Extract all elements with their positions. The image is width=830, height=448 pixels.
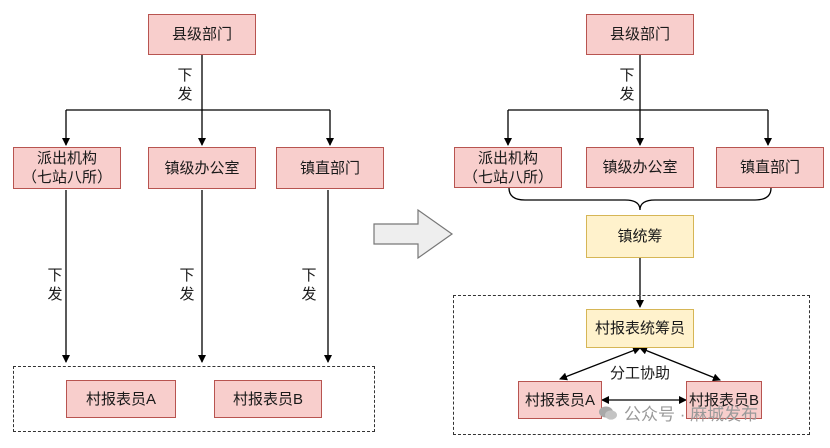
right-office-box: 镇级办公室 (586, 147, 694, 188)
left-issue-label-top: 下 发 (176, 66, 194, 104)
right-reporter-a-box: 村报表员A (518, 381, 602, 419)
right-paichu-box: 派出机构 （七站八所） (454, 147, 562, 188)
wechat-icon (599, 406, 617, 420)
left-paichu-box: 派出机构 （七站八所） (13, 147, 121, 189)
left-village-group (13, 366, 375, 432)
left-office-box: 镇级办公室 (148, 147, 256, 189)
watermark: 公众号 · 麻城发布 (598, 400, 758, 425)
left-issue-label-b: 下 发 (178, 266, 196, 304)
left-county-box: 县级部门 (148, 14, 256, 55)
transition-arrow (373, 208, 454, 260)
right-reporter-b-box: 村报表员B (686, 381, 762, 419)
right-issue-label-top: 下 发 (618, 66, 636, 104)
left-issue-label-a: 下 发 (46, 266, 64, 304)
right-county-box: 县级部门 (586, 14, 694, 55)
left-reporter-b-box: 村报表员B (214, 380, 322, 418)
right-village-coord-box: 村报表统筹员 (586, 309, 694, 348)
right-divide-label: 分工协助 (604, 364, 676, 383)
right-town-coord-box: 镇统筹 (586, 215, 694, 258)
right-village-group (453, 295, 810, 435)
left-reporter-a-box: 村报表员A (66, 380, 176, 418)
left-zhizhi-box: 镇直部门 (276, 147, 384, 189)
watermark-text: 公众号 · 麻城发布 (624, 405, 759, 424)
left-issue-label-c: 下 发 (300, 266, 318, 304)
right-zhizhi-box: 镇直部门 (716, 147, 824, 188)
